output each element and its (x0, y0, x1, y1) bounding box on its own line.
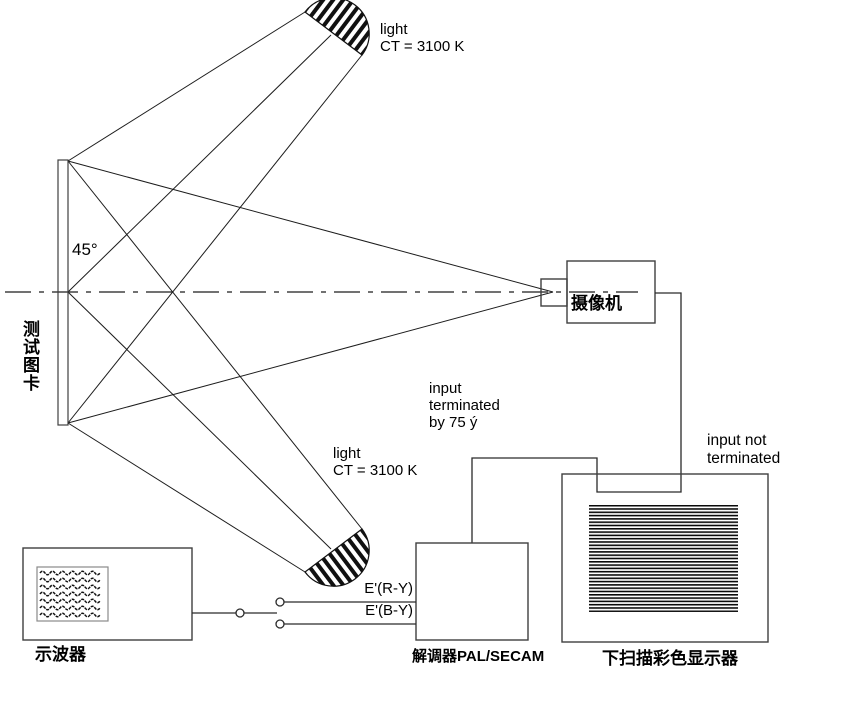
signal-by-label: E'(B-Y) (365, 602, 413, 619)
switch-pole-terminal (235, 608, 245, 618)
top-light-label-line2: CT = 3100 K (380, 37, 465, 55)
oscilloscope-label: 示波器 (35, 645, 86, 664)
demodulator-box (415, 542, 529, 641)
top-lamp-beam-left-edge (67, 11, 306, 162)
oscilloscope-box (22, 547, 193, 641)
camera-to-monitor-to-demodulator-cable (471, 292, 682, 543)
bottom-light-label-line2: CT = 3100 K (333, 461, 418, 479)
signal-ry-label: E'(R-Y) (364, 580, 413, 597)
ray-chart-bottom-to-lens (67, 291, 554, 424)
ray-chart-top-to-lens (67, 160, 554, 293)
ray-45deg-to-top-lamp (67, 34, 332, 293)
test-chart-label: 测试图卡 (20, 320, 39, 392)
test-chart-rect (57, 159, 69, 426)
bottom-light-label-line1: light (333, 445, 361, 462)
input-terminated-line2: terminated (429, 396, 500, 414)
input-terminated-line3: by 75 ý (429, 413, 478, 431)
switch-throw-ry-terminal (275, 597, 285, 607)
bottom-lamp-beam-left-edge (67, 422, 306, 573)
top-light-label-line1: light (380, 21, 408, 38)
display-screen-scanlines (589, 505, 738, 612)
display-label: 下扫描彩色显示器 (602, 649, 738, 668)
input-not-terminated-line1: input not (707, 432, 767, 449)
bottom-lamp-dome (304, 528, 370, 587)
input-terminated-line1: input (429, 380, 462, 397)
camera-label: 摄像机 (571, 294, 622, 313)
demodulator-label: 解调器PAL/SECAM (412, 648, 545, 665)
input-terminated-label: input terminated by 75 ý (429, 380, 500, 432)
angle-label: 45° (72, 240, 98, 259)
input-not-terminated-label: input not terminated (707, 432, 780, 467)
camera-box (566, 260, 656, 324)
ray-45deg-to-bottom-lamp (67, 291, 332, 550)
switch-throw-by-terminal (275, 619, 285, 629)
display-box (561, 473, 769, 643)
top-lamp-dome (304, 0, 370, 56)
bottom-lamp-beam-right-edge (67, 160, 363, 530)
top-light-label: light CT = 3100 K (380, 21, 465, 56)
bottom-light-label: light CT = 3100 K (333, 445, 418, 480)
oscilloscope-waveforms (39, 570, 101, 618)
top-lamp-beam-right-edge (67, 54, 363, 424)
input-not-terminated-line2: terminated (707, 449, 781, 467)
oscilloscope-screen (36, 566, 109, 622)
